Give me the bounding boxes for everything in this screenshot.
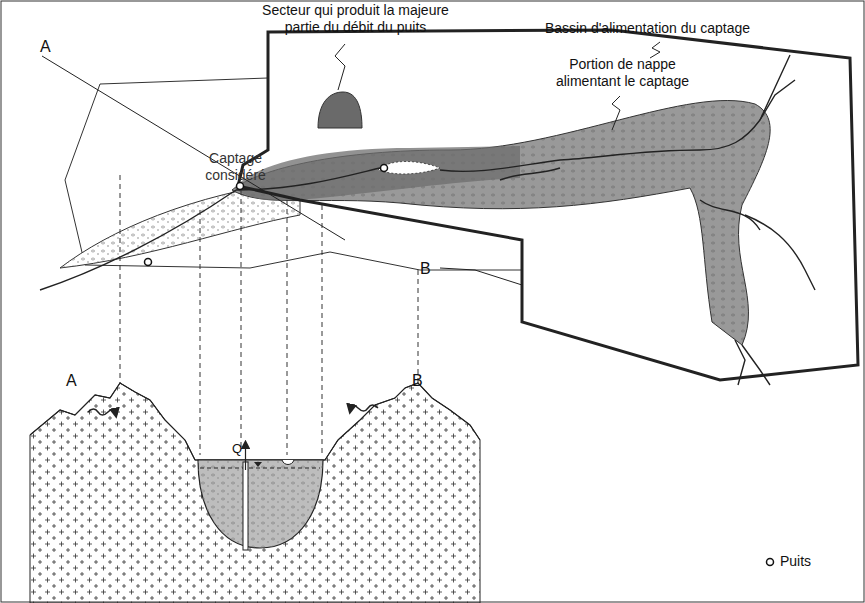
section-letter: B	[412, 372, 432, 389]
well-symbol	[767, 559, 774, 566]
region-label: Portion de nappe alimentant le captage	[545, 56, 700, 90]
region-label: Bassin d'alimentation du captage	[545, 20, 785, 37]
flow-symbol: Q	[232, 440, 246, 457]
legend-text: Puits	[780, 553, 811, 570]
section-letter: A	[66, 372, 86, 389]
callout-text: Secteur qui produit la majeure partie du…	[248, 2, 463, 36]
section-letter: B	[420, 260, 440, 277]
section-letter: A	[40, 38, 60, 55]
well-label: Captage considéré	[193, 150, 278, 184]
